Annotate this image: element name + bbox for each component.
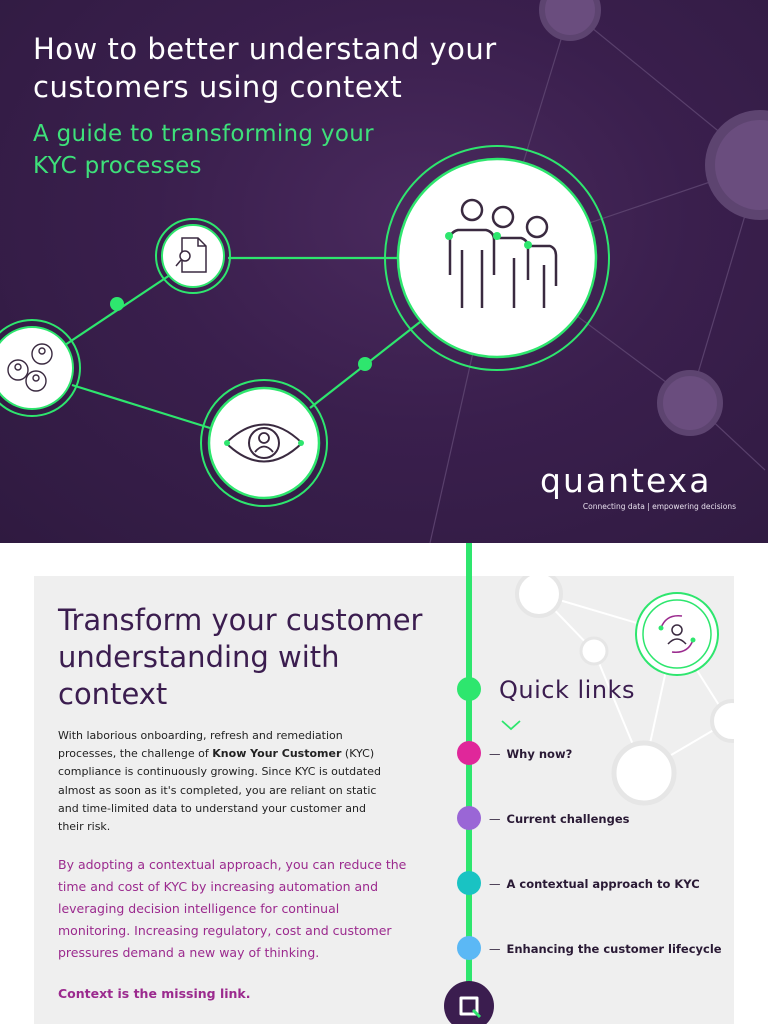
network-illustration xyxy=(0,0,768,543)
hero-banner: How to better understand your customers … xyxy=(0,0,768,543)
quick-links-title: Quick links xyxy=(499,676,635,704)
quantexa-logo: quantexa Connecting data | empowering de… xyxy=(540,461,740,512)
timeline-start-dot xyxy=(457,677,481,701)
content-panel: Transform your customer understanding wi… xyxy=(34,576,734,1024)
bg-node xyxy=(539,0,601,41)
panel-network-decoration xyxy=(515,576,734,806)
timeline-dot-contextual-approach[interactable] xyxy=(457,871,481,895)
kyc-term: Know Your Customer xyxy=(212,747,342,761)
refresh-user-icon xyxy=(635,592,719,676)
bg-node xyxy=(657,370,723,436)
hero-subtitle: A guide to transforming your KYC process… xyxy=(33,121,374,179)
eye-icon xyxy=(200,379,328,507)
intro-paragraph: With laborious onboarding, refresh and r… xyxy=(58,729,381,834)
timeline-dot-why-now[interactable] xyxy=(457,741,481,765)
document-search-icon xyxy=(155,218,231,294)
chevron-down-icon xyxy=(501,720,521,731)
hero-title: How to better understand your customers … xyxy=(33,32,497,104)
brand-tagline: Connecting data | empowering decisions xyxy=(582,502,736,511)
timeline-dot-customer-lifecycle[interactable] xyxy=(457,936,481,960)
brand-name: quantexa xyxy=(540,461,712,500)
people-group-icon xyxy=(384,145,610,371)
bg-node xyxy=(705,110,768,220)
quick-link-contextual-approach[interactable]: —A contextual approach to KYC xyxy=(489,877,700,891)
quick-link-why-now[interactable]: —Why now? xyxy=(489,747,573,761)
quick-link-customer-lifecycle[interactable]: —Enhancing the customer lifecycle xyxy=(489,942,722,956)
quick-link-current-challenges[interactable]: —Current challenges xyxy=(489,812,630,826)
users-network-icon xyxy=(0,319,81,417)
connector-dot xyxy=(110,297,124,311)
context-tagline: Context is the missing link. xyxy=(58,986,251,1001)
quantexa-q-icon[interactable] xyxy=(444,981,494,1024)
timeline-dot-current-challenges[interactable] xyxy=(457,806,481,830)
highlight-paragraph: By adopting a contextual approach, you c… xyxy=(58,857,407,960)
section-title: Transform your customer understanding wi… xyxy=(58,603,423,711)
connector-dot xyxy=(358,357,372,371)
quick-links-timeline xyxy=(444,543,494,1024)
